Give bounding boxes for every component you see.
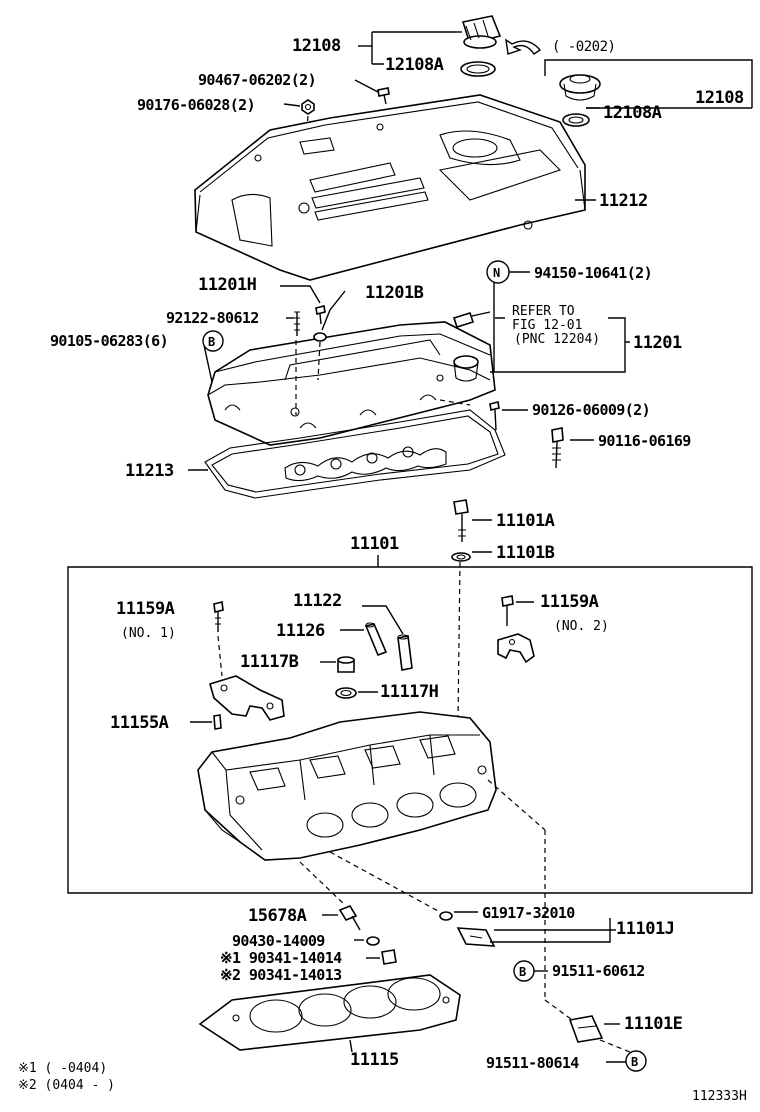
label-refer-line3: (PNC 12204) bbox=[514, 332, 600, 347]
label-refer-line2: FIG 12-01 bbox=[512, 318, 582, 333]
bolt-90126 bbox=[489, 401, 500, 431]
label-11117h: 11117H bbox=[380, 682, 439, 702]
label-11201b: 11201B bbox=[365, 283, 424, 303]
label-90467: 90467-06202(2) bbox=[198, 71, 316, 89]
bolt-11159a-left bbox=[213, 601, 224, 632]
oil-filler-gasket-top bbox=[460, 61, 496, 77]
head-assembly-box bbox=[67, 566, 753, 894]
label-refer-line1: REFER TO bbox=[512, 304, 575, 319]
label-12108-top: 12108 bbox=[292, 36, 341, 56]
washer-11117h bbox=[335, 687, 357, 699]
head-cover-gasket bbox=[204, 409, 506, 499]
plug-15678a bbox=[338, 905, 361, 931]
label-11101a: 11101A bbox=[496, 511, 555, 531]
grommet-11201b bbox=[313, 332, 327, 342]
pin-11155a bbox=[213, 714, 222, 730]
label-11213: 11213 bbox=[125, 461, 174, 481]
camshaft-bearing-cap-no2 bbox=[497, 633, 535, 664]
label-11101: 11101 bbox=[350, 534, 399, 554]
label-11122: 11122 bbox=[293, 591, 342, 611]
head-gasket bbox=[198, 974, 461, 1051]
label-91511-60612: 91511-60612 bbox=[552, 962, 645, 980]
bolt-90467 bbox=[377, 87, 390, 105]
label-11212: 11212 bbox=[599, 191, 648, 211]
label-11101e: 11101E bbox=[624, 1014, 683, 1034]
label-circle-b-mid: B bbox=[519, 965, 526, 979]
label-11201: 11201 bbox=[633, 333, 682, 353]
guide-11126 bbox=[364, 622, 388, 657]
label-90116: 90116-06169 bbox=[598, 432, 691, 450]
label-no1: (NO. 1) bbox=[121, 626, 176, 641]
label-12108a-right: 12108A bbox=[603, 103, 662, 123]
footnote-1: ※1 ( -0404) bbox=[18, 1061, 107, 1076]
label-circle-n: N bbox=[493, 266, 500, 280]
oil-filler-cap-top bbox=[461, 15, 502, 49]
label-no2: (NO. 2) bbox=[554, 619, 609, 634]
label-11155a: 11155A bbox=[110, 713, 169, 733]
label-12108a-top: 12108A bbox=[385, 55, 444, 75]
supersede-arrow bbox=[505, 38, 542, 55]
label-90341-1: ※1 90341-14014 bbox=[220, 949, 342, 967]
guide-11122 bbox=[397, 634, 413, 671]
plug-90341 bbox=[381, 949, 397, 965]
oil-filler-cap-right bbox=[559, 74, 601, 101]
label-12108-right: 12108 bbox=[695, 88, 744, 108]
cylinder-head bbox=[197, 711, 497, 861]
label-11126: 11126 bbox=[276, 621, 325, 641]
label-circle-b-bottom: B bbox=[631, 1055, 638, 1069]
label-91511-80614: 91511-80614 bbox=[486, 1054, 579, 1072]
label-date-range-top: ( -0202) bbox=[552, 39, 615, 55]
label-90105: 90105-06283(6) bbox=[50, 332, 168, 350]
label-circle-b-top: B bbox=[208, 335, 215, 349]
sensor-11101e bbox=[568, 1015, 604, 1043]
head-bolt-11101a bbox=[453, 499, 469, 542]
label-92122: 92122-80612 bbox=[166, 309, 259, 327]
label-11117b: 11117B bbox=[240, 652, 299, 672]
label-90430: 90430-14009 bbox=[232, 932, 325, 950]
oil-filler-gasket-right bbox=[562, 113, 590, 127]
bolt-11159a-right bbox=[501, 595, 514, 626]
nut-90176 bbox=[301, 99, 315, 115]
camshaft-bearing-cap-no1 bbox=[209, 675, 285, 721]
gasket-90430 bbox=[366, 936, 380, 946]
label-90176: 90176-06028(2) bbox=[137, 96, 255, 114]
washer-11101b bbox=[451, 552, 471, 562]
pcv-valve bbox=[452, 311, 491, 328]
stud-92122 bbox=[294, 311, 300, 336]
cylinder-head-cover bbox=[207, 321, 496, 446]
footnote-2: ※2 (0404 - ) bbox=[18, 1078, 115, 1093]
label-11101j: 11101J bbox=[616, 919, 674, 939]
circle-b-bottom bbox=[625, 1050, 647, 1072]
engine-cover bbox=[194, 94, 586, 281]
label-11101b: 11101B bbox=[496, 543, 555, 563]
label-11201h: 11201H bbox=[198, 275, 257, 295]
stud-90116 bbox=[551, 427, 564, 469]
label-90126: 90126-06009(2) bbox=[532, 401, 650, 419]
label-90341-2: ※2 90341-14013 bbox=[220, 966, 342, 984]
circle-b-top bbox=[202, 330, 224, 352]
label-g1917: G1917-32010 bbox=[482, 904, 575, 922]
label-11115: 11115 bbox=[350, 1050, 399, 1070]
sensor-11101j bbox=[456, 927, 496, 947]
label-11159a-right: 11159A bbox=[540, 592, 599, 612]
bolt-11201h bbox=[315, 305, 326, 325]
oring-g1917 bbox=[439, 911, 453, 921]
seal-11117b bbox=[337, 656, 355, 673]
label-15678a: 15678A bbox=[248, 906, 307, 926]
label-94150: 94150-10641(2) bbox=[534, 264, 652, 282]
figure-id: 112333H bbox=[692, 1089, 747, 1104]
label-11159a-left: 11159A bbox=[116, 599, 175, 619]
